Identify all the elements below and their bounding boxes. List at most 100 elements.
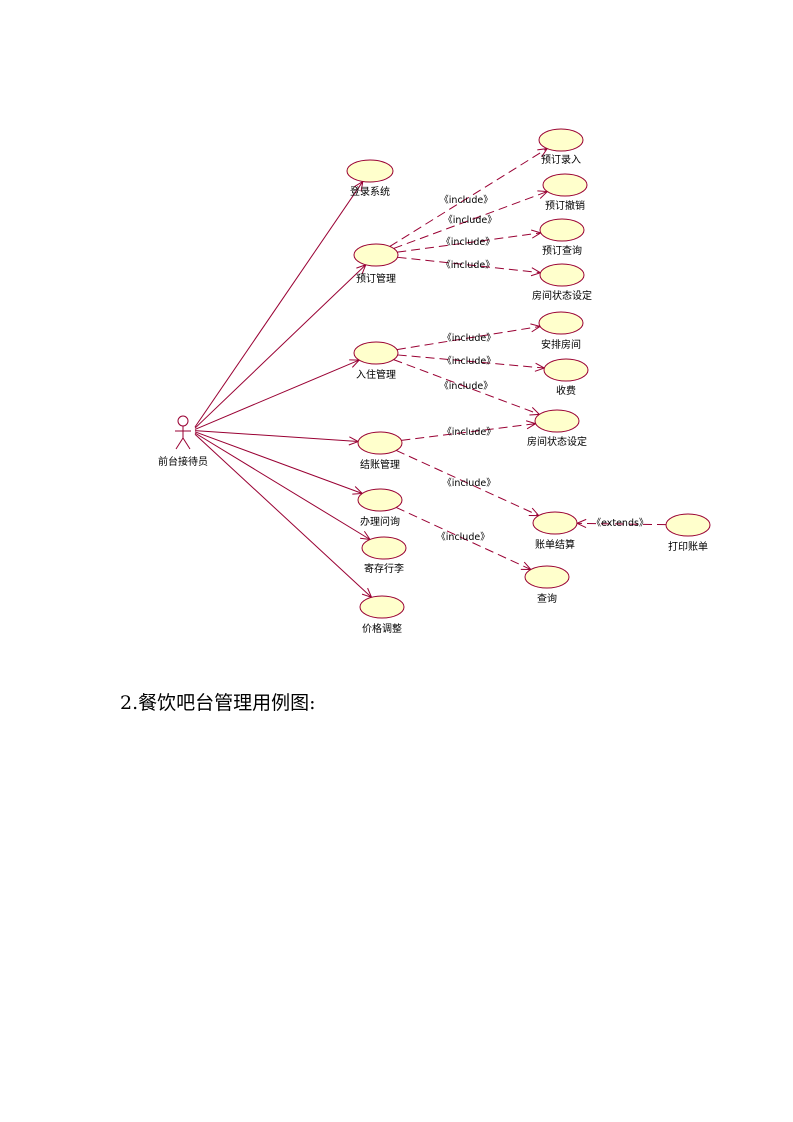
use-case-room_status_2: 房间状态设定 (527, 409, 587, 448)
stereotype-label: 《extends》 (592, 518, 649, 529)
dependency-line (395, 507, 532, 570)
use-case-ellipse (359, 595, 405, 619)
dependency-booking-room_status_1: 《include》 (397, 256, 542, 277)
use-case-ellipse (539, 263, 585, 287)
use-case-checkin: 入住管理 (353, 341, 399, 381)
section-heading: 2.餐饮吧台管理用例图: (120, 692, 316, 714)
association-inquiry (194, 431, 364, 495)
association-line (194, 432, 371, 540)
use-case-ellipse (539, 218, 585, 242)
dependency-checkin-room_status_2: 《include》 (393, 359, 541, 416)
stereotype-label: 《include》 (442, 333, 495, 344)
association-line (194, 433, 372, 598)
dependency-line (397, 256, 541, 274)
dependency-line (397, 232, 541, 253)
use-case-ellipse (353, 243, 399, 267)
association-login (194, 180, 364, 428)
stereotype-label: 《include》 (441, 237, 494, 248)
stereotype-label: 《include》 (442, 478, 495, 489)
use-case-ellipse (361, 536, 407, 560)
use-case-label: 预订管理 (356, 272, 396, 285)
dependency-booking-book_entry: 《include》 (389, 147, 549, 247)
association-line (194, 181, 364, 428)
use-case-price: 价格调整 (359, 595, 405, 635)
stereotype-label: 《include》 (442, 356, 495, 367)
use-case-ellipse (542, 173, 588, 197)
use-case-checkout: 结账管理 (357, 431, 403, 471)
stereotype-label: 《include》 (443, 215, 496, 226)
use-case-arrange_room: 安排房间 (538, 311, 584, 351)
use-case-ellipse (538, 311, 584, 335)
dependency-line (401, 423, 536, 441)
stereotype-label: 《include》 (439, 195, 492, 206)
dependency-checkout-bill_settle: 《include》 (396, 449, 540, 517)
use-case-label: 办理问询 (360, 515, 400, 528)
use-case-label: 安排房间 (541, 338, 581, 351)
use-case-ellipse (353, 341, 399, 365)
stereotype-label: 《include》 (441, 260, 494, 271)
association-line (194, 359, 360, 430)
use-case-book_entry: 预订录入 (538, 128, 584, 166)
use-case-ellipse (543, 358, 589, 382)
use-case-label: 价格调整 (362, 622, 402, 635)
use-case-label: 房间状态设定 (527, 435, 587, 448)
use-case-label: 预订录入 (541, 154, 581, 166)
dependency-arrowhead (530, 267, 542, 277)
stereotype-label: 《include》 (439, 381, 492, 392)
use-case-bill_settle: 账单结算 (532, 511, 578, 551)
stereotype-label: 《include》 (442, 427, 495, 438)
use-case-label: 查询 (537, 592, 557, 605)
use-case-label: 入住管理 (356, 368, 396, 381)
dependency-line (576, 522, 667, 526)
association-line (194, 264, 367, 429)
use-case-book_query: 预订查询 (539, 218, 585, 257)
dependency-checkin-arrange_room: 《include》 (396, 323, 542, 351)
association-price (194, 433, 373, 599)
dependency-line (397, 354, 545, 369)
dependency-arrowhead (520, 561, 532, 571)
use-case-luggage: 寄存行李 (361, 536, 407, 575)
dependency-booking-book_query: 《include》 (397, 229, 542, 253)
dependency-checkout-room_status_2: 《include》 (401, 420, 537, 441)
dependency-inquiry-query: 《include》 (395, 507, 532, 571)
use-case-ellipse (357, 431, 403, 455)
use-case-booking: 预订管理 (353, 243, 399, 285)
use-case-label: 登录系统 (350, 185, 390, 198)
use-case-label: 账单结算 (535, 538, 575, 551)
dependency-line (393, 359, 540, 415)
use-case-label: 打印账单 (668, 540, 708, 553)
association-checkin (194, 359, 361, 430)
use-case-login: 登录系统 (346, 159, 394, 198)
use-case-print_bill: 打印账单 (665, 513, 711, 553)
use-case-label: 预订查询 (542, 244, 582, 257)
use-case-book_cancel: 预订撤销 (542, 173, 588, 212)
use-case-label: 预订撤销 (545, 199, 585, 212)
stereotype-label: 《include》 (436, 532, 489, 543)
use-case-ellipse (665, 513, 711, 537)
use-case-label: 房间状态设定 (532, 289, 592, 302)
use-case-diagram: 《include》《include》《include》《include》《inc… (158, 128, 711, 635)
use-case-ellipse (524, 565, 570, 589)
dependency-line (396, 325, 541, 351)
dependency-arrowhead (531, 229, 542, 239)
dependency-arrowhead (530, 323, 542, 333)
dependency-checkin-charge: 《include》 (397, 354, 546, 372)
association-line (194, 431, 363, 494)
actor-receptionist: 前台接待员 (158, 415, 208, 468)
use-case-ellipse (357, 488, 403, 512)
dependency-print_bill-bill_settle: 《extends》 (575, 518, 667, 529)
use-case-ellipse (346, 159, 394, 183)
use-case-label: 寄存行李 (364, 562, 404, 575)
use-case-ellipse (538, 128, 584, 152)
use-case-label: 结账管理 (360, 458, 400, 471)
association-booking (194, 263, 367, 429)
dependency-line (396, 449, 539, 517)
use-case-query: 查询 (524, 565, 570, 605)
use-case-room_status_1: 房间状态设定 (532, 263, 592, 302)
use-case-ellipse (534, 409, 580, 433)
actor-label: 前台接待员 (158, 455, 208, 468)
actor-icon (175, 415, 191, 450)
association-checkout (194, 430, 360, 446)
use-case-charge: 收费 (543, 358, 589, 397)
dependency-line (389, 148, 548, 247)
